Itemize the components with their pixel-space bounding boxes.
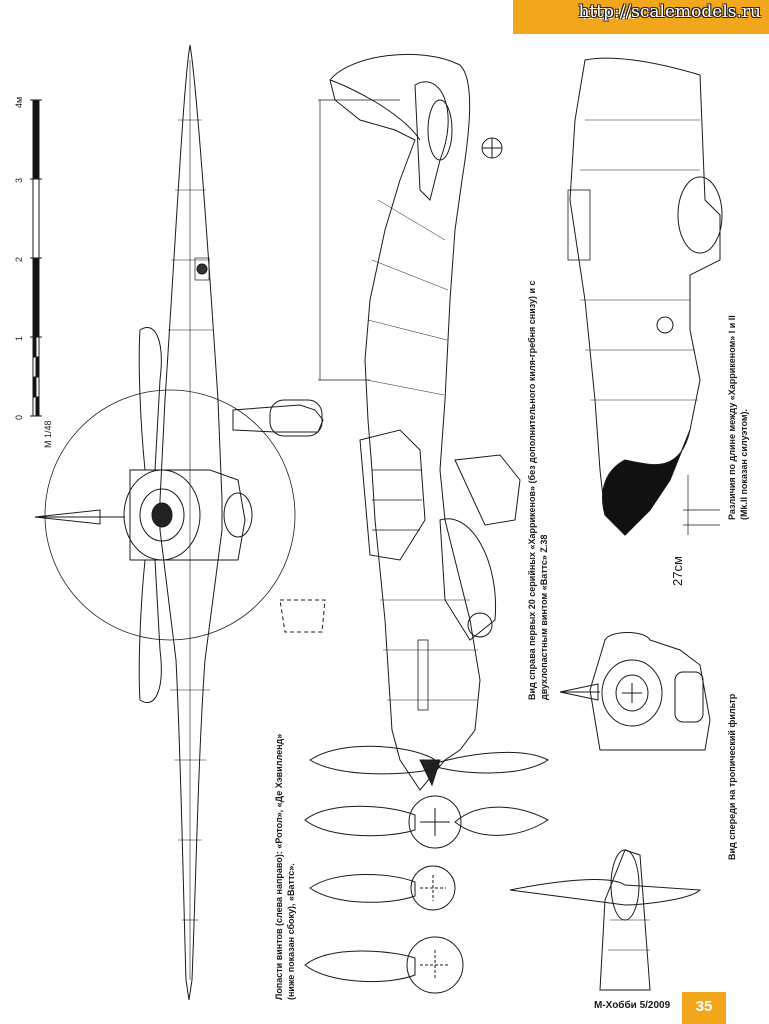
caption-side-view-2: двухлопастным винтом «Ваттс» Z.38	[539, 534, 549, 700]
dashed-outline	[279, 599, 326, 633]
section-header-tab: КРЫЛЬЯ	[513, 0, 769, 34]
scale-tick-3: 3	[14, 177, 24, 183]
scale-ratio: М 1/48	[43, 420, 53, 448]
watermark-link[interactable]: http://scalemodels.ru	[578, 2, 762, 22]
top-view-fuselage	[34, 327, 324, 703]
propeller-blade-side	[309, 865, 456, 911]
caption-side-view-1: Вид справа первых 20 серийных «Харрикено…	[527, 280, 537, 700]
propeller-blade-rotol	[309, 745, 549, 775]
caption-front-view: Вид спереди на тропический фильтр	[727, 693, 737, 860]
scale-tick-0: 0	[14, 414, 24, 420]
caption-length-diff-2: (Mk.II показан силуэтом).	[739, 408, 749, 520]
dimension-label: 27см	[670, 556, 685, 586]
caption-propellers-1: Лопасти винтов (слева направо): «Ротол»,…	[274, 733, 284, 1000]
propeller-disc	[44, 389, 296, 641]
nose-comparison-view	[567, 57, 723, 536]
bottom-side-view	[509, 849, 702, 991]
propeller-blade-de-havilland	[304, 795, 549, 849]
scale-bar	[30, 99, 42, 417]
caption-propellers-2: (ниже показан сбоку), «Ваттс».	[286, 863, 296, 1000]
scale-tick-4: 4м	[14, 96, 24, 108]
page-number-tab: 35	[682, 992, 726, 1024]
side-view-fuselage	[318, 53, 521, 791]
caption-length-diff-1: Различия по длине между «Харрикеном» I и…	[727, 315, 737, 520]
section-label: КРЫЛЬЯ	[583, 8, 636, 22]
scale-tick-1: 1	[14, 335, 24, 341]
page-number: 35	[695, 998, 713, 1015]
top-view-wing	[159, 44, 223, 1001]
front-view-tropical	[559, 632, 711, 751]
propeller-blade-watts	[304, 936, 464, 994]
magazine-issue: М-Хобби 5/2009	[594, 1000, 671, 1011]
scale-tick-2: 2	[14, 256, 24, 262]
